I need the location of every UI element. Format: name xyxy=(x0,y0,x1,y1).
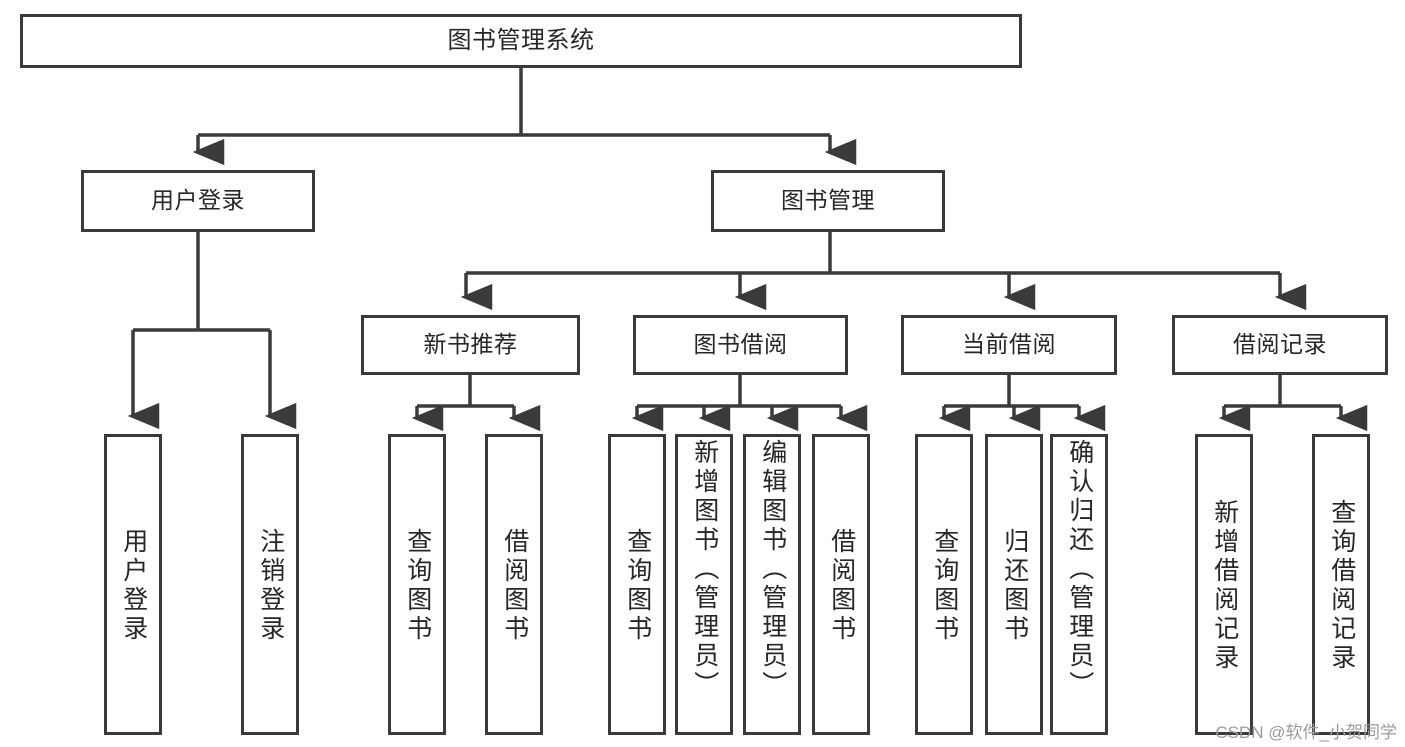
node-leaf-logout-login[interactable]: 注销登录 xyxy=(241,434,299,735)
node-borrow-record-label: 借阅记录 xyxy=(1233,331,1327,358)
node-book-manage[interactable]: 图书管理 xyxy=(711,170,945,232)
node-leaf-add-book[interactable]: 新增图书（管理员） xyxy=(675,434,733,735)
node-leaf-add-book-label: 新增图书（管理员） xyxy=(690,439,719,700)
node-leaf-query-record[interactable]: 查询借阅记录 xyxy=(1312,434,1370,735)
node-root[interactable]: 图书管理系统 xyxy=(20,14,1022,68)
node-root-label: 图书管理系统 xyxy=(447,26,595,54)
node-leaf-query-book-3-label: 查询图书 xyxy=(930,527,959,644)
node-leaf-borrow-book-1[interactable]: 借阅图书 xyxy=(485,434,543,735)
node-leaf-query-book-3[interactable]: 查询图书 xyxy=(915,434,973,735)
node-new-book-rec-label: 新书推荐 xyxy=(423,331,518,358)
node-leaf-return-book-label: 归还图书 xyxy=(1000,527,1029,644)
node-leaf-user-login[interactable]: 用户登录 xyxy=(104,434,162,735)
node-leaf-edit-book-label: 编辑图书（管理员） xyxy=(758,439,787,700)
node-leaf-logout-login-label: 注销登录 xyxy=(256,527,285,644)
node-leaf-add-record[interactable]: 新增借阅记录 xyxy=(1195,434,1253,735)
node-current-borrow[interactable]: 当前借阅 xyxy=(901,315,1117,375)
node-leaf-query-book-2-label: 查询图书 xyxy=(623,527,652,644)
node-leaf-return-book[interactable]: 归还图书 xyxy=(985,434,1043,735)
node-book-borrow[interactable]: 图书借阅 xyxy=(633,315,848,375)
node-user-login[interactable]: 用户登录 xyxy=(81,170,315,232)
csdn-watermark: CSDN @软件_小贺同学 xyxy=(1215,723,1397,742)
node-borrow-record[interactable]: 借阅记录 xyxy=(1172,315,1388,375)
node-book-manage-label: 图书管理 xyxy=(781,187,875,214)
node-leaf-query-book-1[interactable]: 查询图书 xyxy=(388,434,446,735)
node-leaf-borrow-book-1-label: 借阅图书 xyxy=(500,527,529,644)
node-new-book-rec[interactable]: 新书推荐 xyxy=(361,315,580,375)
node-book-borrow-label: 图书借阅 xyxy=(693,331,788,358)
node-leaf-borrow-book-2[interactable]: 借阅图书 xyxy=(812,434,870,735)
node-leaf-query-book-1-label: 查询图书 xyxy=(403,527,432,644)
node-current-borrow-label: 当前借阅 xyxy=(962,331,1056,358)
node-leaf-borrow-book-2-label: 借阅图书 xyxy=(827,527,856,644)
node-leaf-query-record-label: 查询借阅记录 xyxy=(1327,498,1356,673)
node-leaf-add-record-label: 新增借阅记录 xyxy=(1210,498,1239,673)
node-leaf-user-login-label: 用户登录 xyxy=(119,527,148,644)
node-leaf-edit-book[interactable]: 编辑图书（管理员） xyxy=(743,434,801,735)
node-leaf-query-book-2[interactable]: 查询图书 xyxy=(608,434,666,735)
node-leaf-confirm-return[interactable]: 确认归还（管理员） xyxy=(1050,434,1108,735)
node-leaf-confirm-return-label: 确认归还（管理员） xyxy=(1065,439,1094,700)
node-user-login-label: 用户登录 xyxy=(151,187,245,214)
